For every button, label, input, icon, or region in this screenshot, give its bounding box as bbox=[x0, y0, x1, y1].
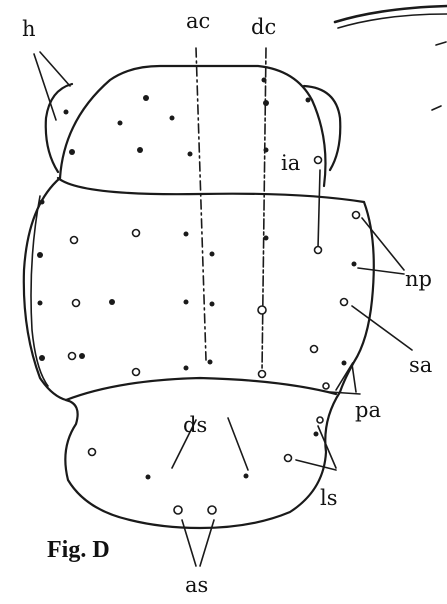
label-ia: ia bbox=[281, 151, 300, 175]
label-h: h bbox=[22, 17, 36, 41]
label-ls: ls bbox=[320, 486, 338, 510]
scutellar-suture bbox=[66, 378, 336, 400]
setae-rings bbox=[69, 157, 360, 515]
label-ac: ac bbox=[186, 9, 210, 33]
stray-marks bbox=[335, 6, 447, 110]
label-ds: ds bbox=[183, 413, 207, 437]
acrostichal-line bbox=[196, 48, 206, 360]
scutum-outline bbox=[24, 178, 374, 400]
label-np: np bbox=[405, 267, 432, 291]
label-pa: pa bbox=[355, 398, 381, 422]
label-dc: dc bbox=[251, 15, 276, 39]
pronotal-suture bbox=[58, 178, 364, 202]
leader-lines bbox=[34, 52, 412, 566]
label-as: as bbox=[185, 573, 208, 597]
humeral-lobe-left bbox=[46, 84, 72, 172]
figure-caption: Fig. D bbox=[47, 537, 110, 563]
dorsocentral-line bbox=[262, 48, 266, 372]
label-sa: sa bbox=[409, 353, 432, 377]
intra-alar-line bbox=[318, 170, 320, 248]
